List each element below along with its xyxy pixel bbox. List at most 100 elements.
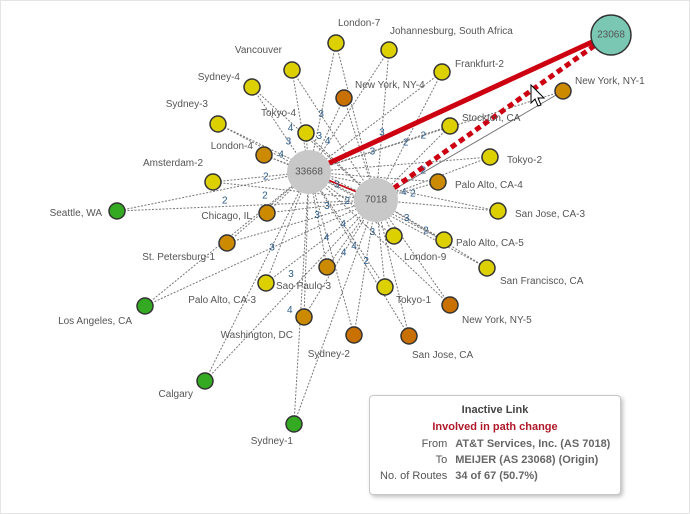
link-line[interactable] [226,199,377,244]
network-node[interactable] [433,63,451,81]
link-line[interactable] [308,171,451,306]
edge-weight-label: 2 [363,256,369,267]
link-line[interactable] [204,199,377,382]
network-node[interactable] [255,146,273,164]
network-node[interactable] [258,204,276,222]
network-node[interactable] [218,234,236,252]
link-line[interactable] [308,90,564,173]
node-label: Frankfurt-2 [455,59,504,70]
network-node[interactable] [295,308,313,326]
network-node[interactable] [345,326,363,344]
edge-weight-label: 4 [351,241,357,252]
network-node[interactable] [204,173,222,191]
network-node[interactable] [297,124,315,142]
network-node[interactable] [441,117,459,135]
network-node[interactable] [243,78,261,96]
network-node[interactable] [489,202,507,220]
as-hub-node[interactable] [354,178,398,222]
network-node[interactable] [327,34,345,52]
link-line[interactable] [375,71,443,201]
routes-label: No. of Routes [380,470,448,482]
network-node[interactable] [283,61,301,79]
link-line[interactable] [308,171,488,269]
node-label: Seattle, WA [50,208,103,219]
link-line[interactable] [116,171,310,212]
network-node[interactable] [196,372,214,390]
node-label: Stockton, CA [462,113,521,124]
link-line[interactable] [375,199,386,288]
node-label: Sydney-2 [308,349,351,360]
network-node[interactable] [400,327,418,345]
link-line[interactable] [308,171,386,288]
link-line[interactable] [308,171,439,183]
link-line[interactable] [308,171,410,337]
network-node[interactable] [376,278,394,296]
node-label: San Francisco, CA [500,276,584,287]
network-node[interactable] [285,415,303,433]
link-line[interactable] [144,199,377,307]
network-node[interactable] [136,297,154,315]
from-label: From [421,438,448,450]
link-line[interactable] [291,69,377,201]
link-line[interactable] [308,171,355,336]
node-label: New York, NY-1 [575,76,645,87]
link-line[interactable] [335,42,377,201]
edge-weight-label: 3 [288,269,294,280]
node-label: Amsterdam-2 [143,158,203,169]
network-node[interactable] [380,41,398,59]
network-node[interactable] [554,82,572,100]
network-node[interactable] [441,296,459,314]
node-label: Vancouver [235,45,283,56]
network-node[interactable] [478,259,496,277]
node-label: Palo Alto, CA-5 [456,238,524,249]
node-label: Sydney-4 [198,72,241,83]
link-line[interactable] [204,171,310,382]
edge-weight-label: 4 [341,248,347,259]
inactive-link-7018-23068[interactable] [392,43,596,191]
link-line[interactable] [375,49,390,201]
link-line[interactable] [308,171,499,212]
link-line[interactable] [303,199,377,318]
node-label: Sao Paulo-3 [276,281,331,292]
link-line[interactable] [308,125,451,173]
link-line[interactable] [116,199,377,212]
node-label: New York, NY-5 [462,315,532,326]
network-node[interactable] [335,89,353,107]
edge-weight-label: 4 [340,219,346,230]
node-label: St. Petersburg-1 [142,252,215,263]
node-label: New York, NY-4 [355,80,425,91]
link-line[interactable] [375,199,488,269]
link-line[interactable] [308,156,491,173]
link-line[interactable] [375,199,451,306]
edge-weight-label: 2 [222,195,228,206]
node-label: Calgary [159,389,193,400]
link-line[interactable] [265,199,377,284]
network-node[interactable] [481,148,499,166]
node-label: San Jose, CA [412,350,473,361]
edge-weight-label: 3 [334,179,340,190]
link-line[interactable] [353,199,377,336]
network-node[interactable] [435,231,453,249]
network-node[interactable] [108,202,126,220]
link-line[interactable] [266,171,310,214]
network-node[interactable] [385,227,403,245]
active-link-33668-23068[interactable] [327,39,594,166]
link-line[interactable] [308,171,445,241]
link-line[interactable] [303,171,310,318]
node-label: Los Angeles, CA [58,316,132,327]
link-line[interactable] [293,171,310,425]
network-node[interactable] [257,274,275,292]
link-line[interactable] [212,181,377,201]
link-line[interactable] [293,199,377,425]
link-7018-ny1[interactable] [375,90,564,201]
as-hub-node[interactable] [287,150,331,194]
edge-weight-label: 4 [278,149,284,160]
network-node[interactable] [318,258,336,276]
as-hub-node[interactable] [590,14,632,56]
network-node[interactable] [209,115,227,133]
link-line[interactable] [375,199,445,241]
network-node[interactable] [429,173,447,191]
edge-weight-label: 3 [318,109,324,120]
link-line[interactable] [375,199,410,337]
